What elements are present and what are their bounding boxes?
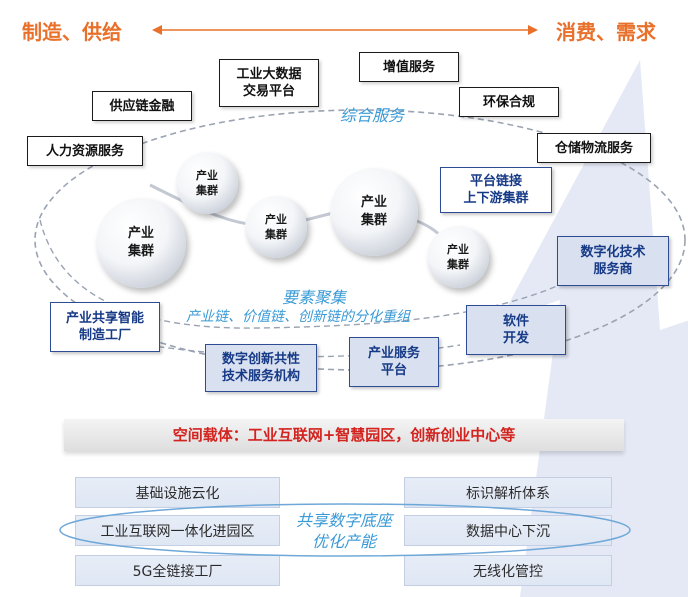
industry-cluster: 产业 集群 <box>96 198 186 288</box>
warehouse-logistics-box: 仓储物流服务 <box>537 133 651 163</box>
base-cell: 数据中心下沉 <box>404 515 612 546</box>
smart-factory-box: 产业共享智能 制造工厂 <box>50 302 160 352</box>
shared-digital-base-label: 共享数字底座 优化产能 <box>295 511 392 551</box>
base-cell: 无线化管控 <box>404 555 612 586</box>
shared-base-ellipse <box>59 503 631 557</box>
element-aggregation-subtitle: 产业链、价值链、创新链的分化重组 <box>186 309 410 325</box>
software-dev-box: 软件 开发 <box>466 305 566 355</box>
eco-compliance-box: 环保合规 <box>459 87 559 117</box>
base-cell: 标识解析体系 <box>404 477 612 508</box>
double-arrow-icon <box>152 25 538 35</box>
industry-cluster: 产业 集群 <box>330 168 418 256</box>
integrated-services-label: 综合服务 <box>340 106 405 125</box>
demand-side-title: 消费、需求 <box>556 20 656 44</box>
digital-tech-provider-box: 数字化技术 服务商 <box>557 236 669 286</box>
element-aggregation-title: 要素聚集 <box>282 288 347 307</box>
industry-cluster: 产业 集群 <box>427 226 489 288</box>
supply-chain-finance-box: 供应链金融 <box>92 91 192 121</box>
innovation-service-org-box: 数字创新共性 技术服务机构 <box>205 344 317 392</box>
base-cell: 5G全链接工厂 <box>75 555 280 586</box>
base-cell: 工业互联网一体化进园区 <box>75 515 280 546</box>
spatial-carrier-text: 空间载体：工业互联网+智慧园区，创新创业中心等 <box>172 426 516 444</box>
spatial-carrier-banner: 空间载体：工业互联网+智慧园区，创新创业中心等 <box>64 419 624 451</box>
industry-cluster: 产业 集群 <box>176 152 238 214</box>
platform-link-box: 平台链接 上下游集群 <box>440 167 552 213</box>
industry-service-platform-box: 产业服务 平台 <box>349 337 439 387</box>
value-added-service-box: 增值服务 <box>359 52 459 82</box>
base-cell: 基础设施云化 <box>75 477 280 508</box>
hr-service-box: 人力资源服务 <box>27 136 143 166</box>
big-data-exchange-box: 工业大数据 交易平台 <box>219 59 319 107</box>
industry-cluster: 产业 集群 <box>245 196 307 258</box>
supply-side-title: 制造、供给 <box>22 20 122 44</box>
